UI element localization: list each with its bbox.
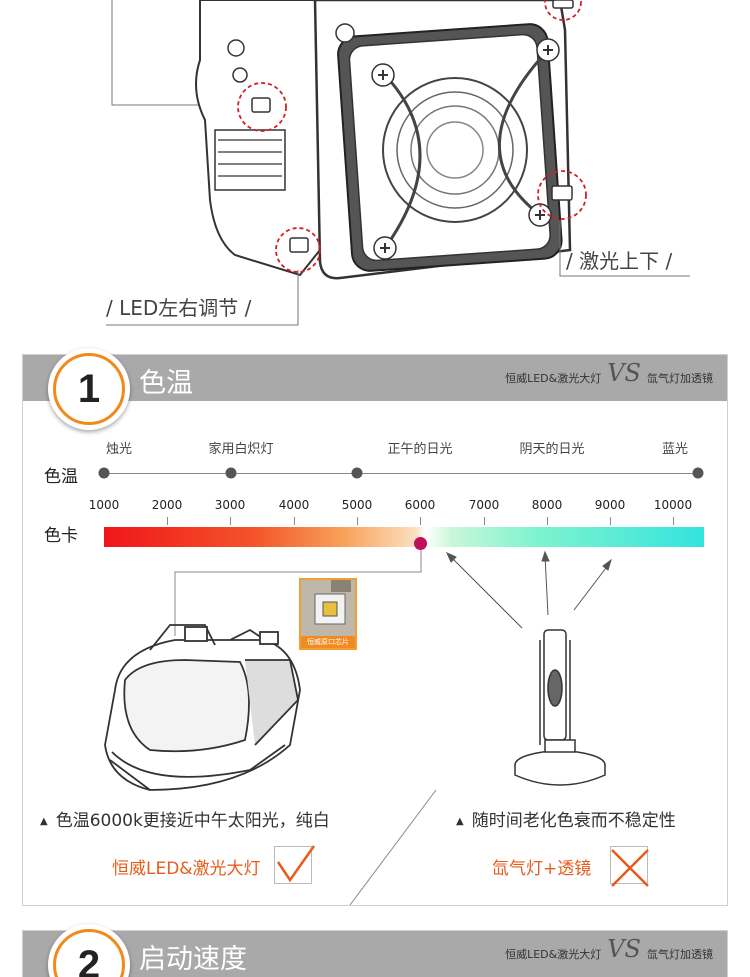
section-number: 1 [53,353,125,425]
comparison-tagline: 恒威LED&激光大灯 VS 氙气灯加透镜 [505,359,713,387]
tick-mark [167,517,168,525]
panel-header: 色温 恒威LED&激光大灯 VS 氙气灯加透镜 [23,355,727,401]
led-chip-photo: 恒威原口芯片 [299,578,357,650]
triangle-bullet-icon: ▲ [40,816,48,827]
tick-label: 7000 [468,498,500,512]
color-temperature-gradient-bar [104,527,704,547]
axis-dot [98,467,110,479]
tick-mark [610,517,611,525]
axis-dot [351,467,363,479]
tick-label: 3000 [214,498,246,512]
tick-label: 4000 [278,498,310,512]
tick-label: 6000 [404,498,436,512]
temperature-axis [104,473,698,474]
led-verdict-label: 恒威LED&激光大灯 [112,859,261,879]
comparison-tagline: 恒威LED&激光大灯 VS 氙气灯加透镜 [505,935,713,963]
section-number: 2 [53,929,125,977]
tick-label: 5000 [341,498,373,512]
tick-mark [673,517,674,525]
startup-speed-panel: 启动速度 恒威LED&激光大灯 VS 氙气灯加透镜 [22,930,728,977]
tick-mark [230,517,231,525]
headlight-module-drawing [106,0,690,326]
tick-mark [357,517,358,525]
axis-dot [692,467,704,479]
light-label-noon-sun: 正午的日光 [387,442,453,457]
led-caption-text: 色温6000k更接近中午太阳光，纯白 [55,811,330,831]
tick-mark [547,517,548,525]
light-label-blue: 蓝光 [661,442,689,457]
led-horizontal-adjust-label: / LED左右调节 / [106,296,252,320]
light-label-candle: 烛光 [105,442,133,457]
vs-logo: VS [607,935,641,963]
check-box [274,846,312,884]
light-label-incandescent: 家用白炽灯 [208,442,274,457]
tick-mark [294,517,295,525]
tick-label: 8000 [531,498,563,512]
chip-caption: 恒威原口芯片 [301,636,355,648]
6000k-marker-dot [414,537,427,550]
brand-left: 恒威LED&激光大灯 [505,372,602,385]
brand-right: 氙气灯加透镜 [647,372,713,385]
tick-label: 1000 [88,498,120,512]
triangle-bullet-icon: ▲ [456,816,464,827]
tick-label: 9000 [594,498,626,512]
xenon-caption-text: 随时间老化色衰而不稳定性 [471,811,676,831]
headlight-adjustment-illustration: / 激光上下 / / LED左右调节 / [0,0,750,340]
vs-logo: VS [607,359,641,387]
section-title: 色温 [139,368,193,399]
brand-left: 恒威LED&激光大灯 [505,948,602,961]
row-label-color-card: 色卡 [44,526,78,546]
laser-vertical-adjust-label: / 激光上下 / [566,249,673,273]
section-title: 启动速度 [139,944,247,975]
chip-image [301,580,355,640]
row-label-color-temp: 色温 [44,467,78,487]
brand-right: 氙气灯加透镜 [647,948,713,961]
led-caption: ▲ 色温6000k更接近中午太阳光，纯白 [40,806,330,831]
panel-header: 启动速度 恒威LED&激光大灯 VS 氙气灯加透镜 [23,931,727,977]
cross-box [610,846,648,884]
axis-dot [225,467,237,479]
light-label-overcast: 阴天的日光 [519,442,585,457]
tick-label: 10000 [653,498,693,512]
xenon-caption: ▲ 随时间老化色衰而不稳定性 [456,806,676,831]
tick-label: 2000 [151,498,183,512]
tick-mark [420,517,421,525]
tick-mark [484,517,485,525]
section-number-badge: 1 [48,348,130,430]
xenon-verdict-label: 氙气灯+透镜 [492,859,592,879]
